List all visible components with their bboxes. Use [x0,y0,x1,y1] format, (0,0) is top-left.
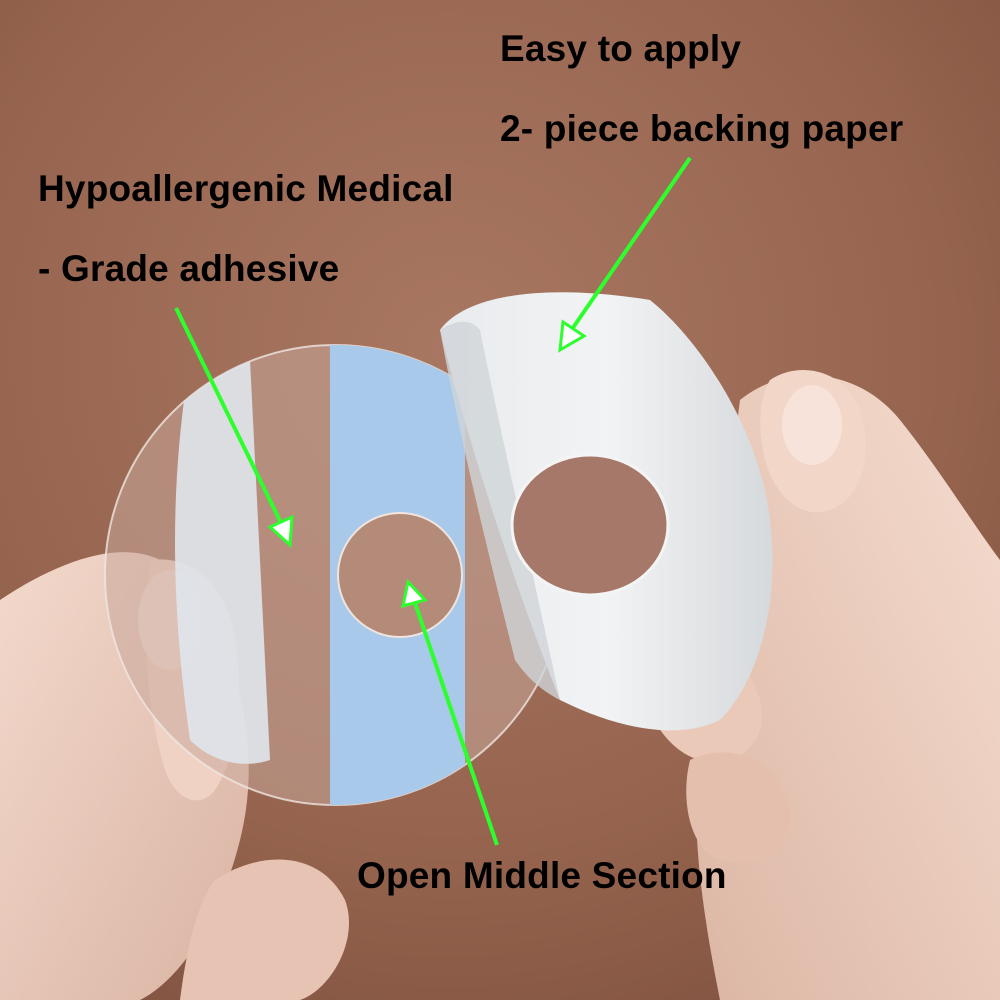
arrow-open-middle [401,578,499,846]
label-backing-paper: 2- piece backing paper [500,108,904,149]
label-easy-to-apply: Easy to apply [500,28,742,69]
label-hypoallergenic-line2: - Grade adhesive [38,248,340,289]
right-hand [638,370,1000,1000]
label-hypoallergenic-line1: Hypoallergenic Medical [38,168,454,209]
label-open-middle-section: Open Middle Section [357,855,727,896]
paper-hole [512,455,668,595]
arrow-backing-paper [558,156,692,353]
arrow-adhesive [174,307,294,549]
open-middle-hole [338,513,462,637]
clear-film-disc [104,344,566,806]
backing-paper-curl [440,292,773,731]
